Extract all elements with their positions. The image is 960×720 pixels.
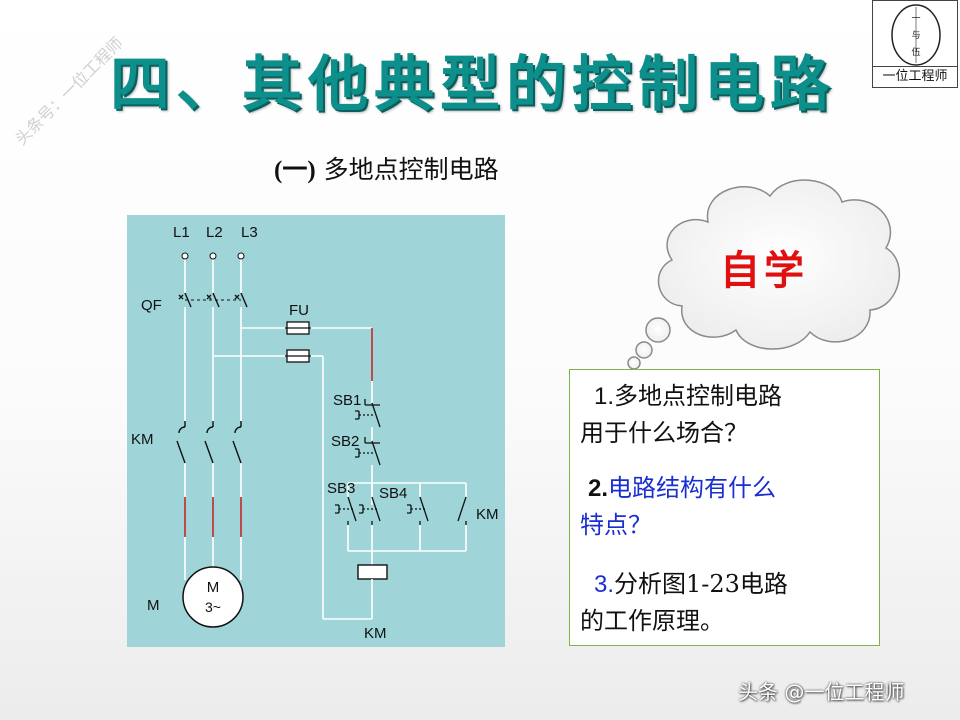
label-sb3: SB3 [327,480,355,497]
label-km-aux: KM [476,506,499,523]
stop-buttons [355,399,381,466]
footer-watermark: 头条 @一位工程师 [738,680,905,704]
label-km-main: KM [131,431,154,448]
label-km-coil: KM [364,625,387,642]
subtitle-number: (一) [274,157,316,184]
self-study-label: 自学 [720,248,808,294]
motor-m: M [207,579,220,596]
seal-icon: 一 与 伍 [891,4,941,66]
question-3: 3.分析图1-23电路 的工作原理。 [580,566,788,639]
question-2-line1: 电路结构有什么 [608,474,777,502]
question-3-number: 3. [594,571,615,598]
question-2-number: 2. [588,475,609,502]
red-wires [184,328,373,537]
seal-char-2: 与 [911,30,920,40]
logo: 一 与 伍 一位工程师 [872,0,958,88]
page-title: 四、其他典型的控制电路 [110,50,836,120]
question-1-number: 1. [594,383,615,410]
label-fu: FU [289,302,309,319]
circuit-diagram: L1 L2 L3 QF FU KM SB1 SB2 SB3 SB4 KM KM … [127,215,505,647]
logo-text: 一位工程师 [873,66,957,87]
label-sb1: SB1 [333,392,361,409]
question-1: 1.多地点控制电路 用于什么场合？ [580,378,782,451]
breaker-qf [178,292,248,308]
question-2: 2.电路结构有什么 特点？ [580,470,776,543]
label-sb2: SB2 [331,433,359,450]
label-l3: L3 [241,224,258,241]
km-main-contacts [176,421,242,464]
label-l1: L1 [173,224,190,241]
question-1-line2: 用于什么场合？ [580,419,748,447]
start-buttons [335,496,467,525]
motor-rating: 3~ [205,599,221,615]
motor-icon [182,566,244,628]
question-3-line2: 的工作原理。 [580,607,724,635]
seal-char-1: 一 [911,13,920,23]
label-qf: QF [141,297,162,314]
fuses [285,321,311,363]
seal-char-3: 伍 [911,47,920,57]
section-subtitle: (一) 多地点控制电路 [274,150,499,186]
label-motor: M [147,597,160,614]
label-sb4: SB4 [379,485,407,502]
question-box: 1.多地点控制电路 用于什么场合？ 2.电路结构有什么 特点？ 3.分析图1-2… [569,369,880,646]
question-1-line1: 多地点控制电路 [614,382,783,410]
km-coil [357,564,388,580]
label-l2: L2 [206,224,223,241]
subtitle-text: 多地点控制电路 [315,155,499,184]
circuit-svg: L1 L2 L3 QF FU KM SB1 SB2 SB3 SB4 KM KM … [131,224,499,642]
question-3-line1: 分析图1-23电路 [614,570,788,598]
question-2-line2: 特点？ [580,511,652,539]
thought-cloud [627,179,901,370]
